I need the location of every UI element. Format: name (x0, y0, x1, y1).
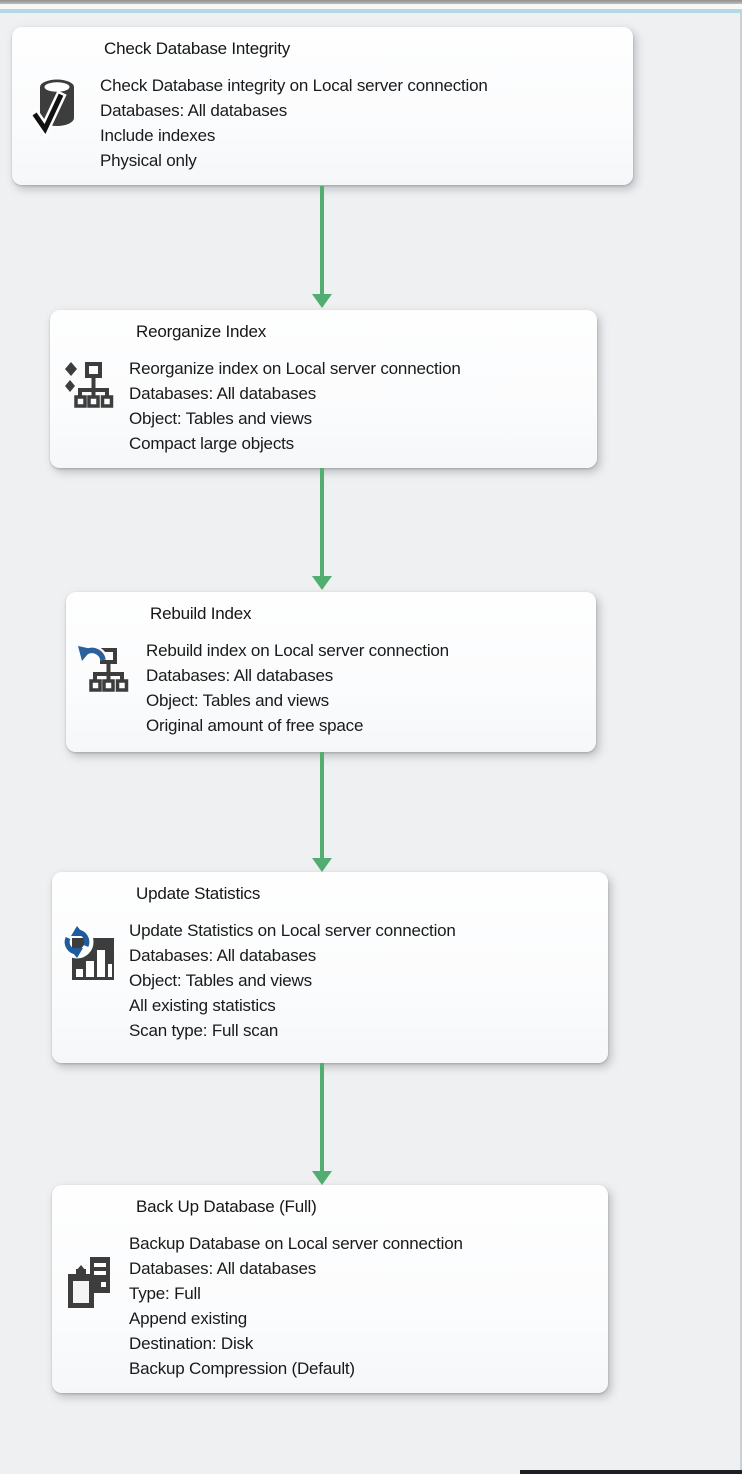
task-detail-line: Include indexes (100, 126, 216, 145)
task-update-statistics[interactable]: Update Statistics Update Statistics on L… (52, 872, 608, 1063)
precedence-connector-arrowhead[interactable] (312, 576, 332, 590)
task-detail-line: Update Statistics on Local server connec… (129, 921, 456, 940)
task-detail-line: All existing statistics (129, 996, 276, 1015)
task-detail-line: Compact large objects (129, 434, 294, 453)
task-detail-line: Reorganize index on Local server connect… (129, 359, 461, 378)
task-detail-line: Rebuild index on Local server connection (146, 641, 449, 660)
task-details: Update Statistics on Local server connec… (129, 918, 456, 1043)
database-check-icon (29, 77, 82, 142)
task-title: Back Up Database (Full) (136, 1197, 317, 1216)
task-detail-line: Databases: All databases (129, 1259, 317, 1278)
task-title: Update Statistics (136, 884, 261, 903)
precedence-connector[interactable] (320, 1063, 324, 1171)
precedence-connector[interactable] (320, 186, 324, 294)
task-check-database-integrity[interactable]: Check Database Integrity Check Database … (12, 27, 633, 185)
reorganize-index-icon (63, 360, 115, 419)
task-detail-line: Append existing (129, 1309, 247, 1328)
task-detail-line: Databases: All databases (100, 101, 288, 120)
task-detail-line: Destination: Disk (129, 1334, 254, 1353)
task-detail-line: Scan type: Full scan (129, 1021, 279, 1040)
rebuild-index-icon (78, 644, 130, 703)
window-top-edge (0, 0, 742, 4)
task-title: Reorganize Index (136, 322, 267, 341)
task-details: Rebuild index on Local server connection… (146, 638, 449, 738)
task-title: Rebuild Index (150, 604, 252, 623)
task-detail-line: Physical only (100, 151, 197, 170)
taskbar-edge (520, 1470, 742, 1474)
toolbar-accent-line (0, 9, 742, 13)
window-right-edge (740, 13, 742, 1474)
task-details: Check Database integrity on Local server… (100, 73, 488, 173)
task-title: Check Database Integrity (104, 39, 291, 58)
task-detail-line: Original amount of free space (146, 716, 364, 735)
precedence-connector-arrowhead[interactable] (312, 858, 332, 872)
task-detail-line: Backup Database on Local server connecti… (129, 1234, 463, 1253)
backup-database-icon (64, 1255, 116, 1318)
task-detail-line: Databases: All databases (129, 946, 317, 965)
window-top-highlight (0, 4, 742, 9)
task-details: Backup Database on Local server connecti… (129, 1231, 463, 1381)
precedence-connector[interactable] (320, 468, 324, 576)
precedence-connector[interactable] (320, 752, 324, 858)
task-detail-line: Databases: All databases (146, 666, 334, 685)
task-detail-line: Databases: All databases (129, 384, 317, 403)
precedence-connector-arrowhead[interactable] (312, 1171, 332, 1185)
update-statistics-icon (60, 925, 118, 989)
task-details: Reorganize index on Local server connect… (129, 356, 461, 456)
task-detail-line: Type: Full (129, 1284, 201, 1303)
task-backup-database-full[interactable]: Back Up Database (Full) Backup Database … (52, 1185, 608, 1393)
task-detail-line: Check Database integrity on Local server… (100, 76, 488, 95)
task-detail-line: Object: Tables and views (146, 691, 329, 710)
task-reorganize-index[interactable]: Reorganize Index Reorganize index on Loc… (50, 310, 597, 468)
task-detail-line: Object: Tables and views (129, 409, 312, 428)
task-rebuild-index[interactable]: Rebuild Index Rebuild index on Local ser… (66, 592, 596, 752)
precedence-connector-arrowhead[interactable] (312, 294, 332, 308)
task-detail-line: Object: Tables and views (129, 971, 312, 990)
task-detail-line: Backup Compression (Default) (129, 1359, 355, 1378)
